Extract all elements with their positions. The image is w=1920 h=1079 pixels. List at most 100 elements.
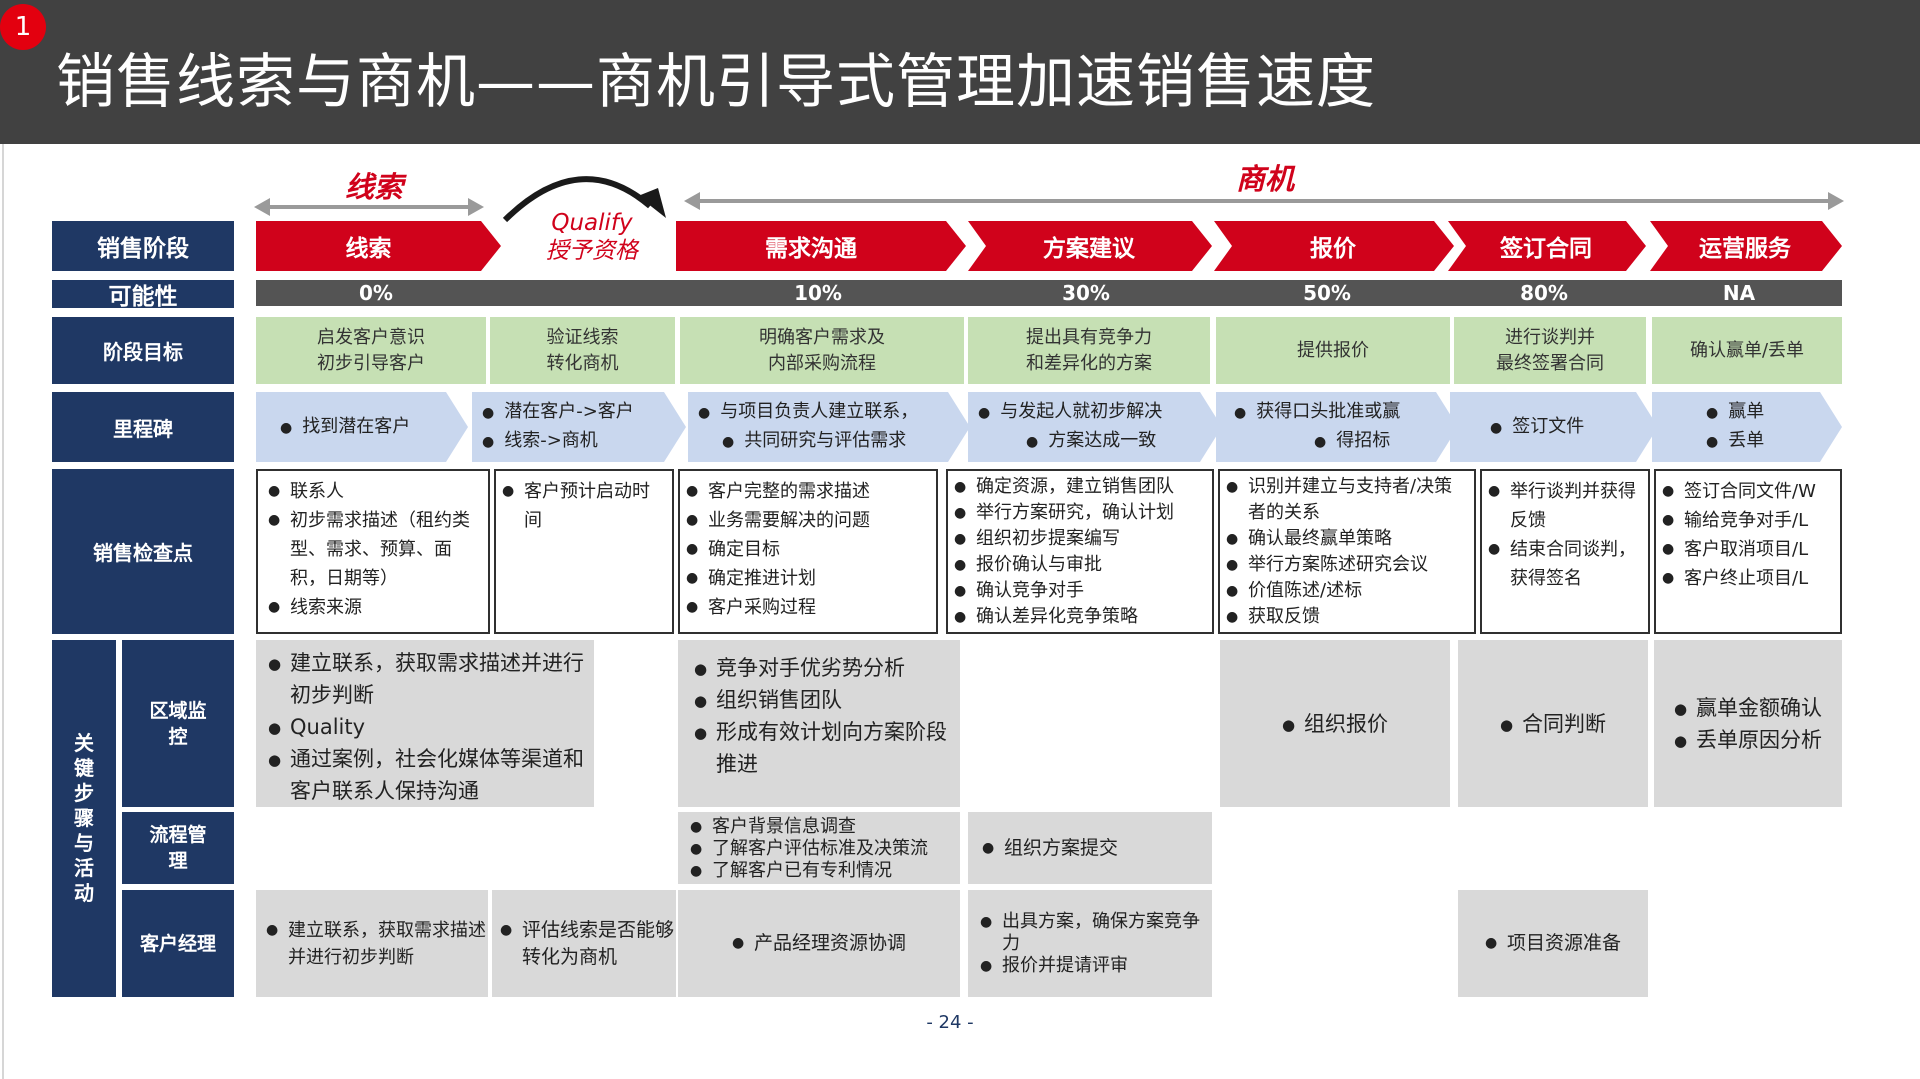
activity-item: 建立联系，获取需求描述并进行初步判断 <box>268 647 584 711</box>
checkpoint-item: 价值陈述/述标 <box>1226 578 1468 604</box>
goal-line: 验证线索 <box>546 326 619 348</box>
checkpoint-item: 举行方案研究，确认计划 <box>954 500 1206 526</box>
checkpoint-item: 联系人 <box>268 477 482 506</box>
activity-item: 了解客户评估标准及决策流 <box>690 838 956 860</box>
milestone-item: 与项目负责人建立联系， <box>698 398 918 427</box>
checkpoint-item: 确定资源，建立销售团队 <box>954 474 1206 500</box>
key-steps-char: 键 <box>74 756 94 780</box>
probability-operation: NA <box>1722 281 1756 305</box>
left-rule <box>2 144 4 1079</box>
milestone-item: 丢单 <box>1706 427 1764 456</box>
checkpoint-item: 举行方案陈述研究会议 <box>1226 552 1468 578</box>
activity-item: 形成有效计划向方案阶段推进 <box>694 716 950 780</box>
milestone-item: 方案达成一致 <box>978 427 1162 456</box>
checkpoint-item: 初步需求描述（租约类型、需求、预算、面积，日期等） <box>268 506 482 593</box>
account-mgr-proposal: 出具方案，确保方案竞争力 报价并提请评审 <box>968 890 1212 997</box>
activity-item: 建立联系，获取需求描述并进行初步判断 <box>266 917 488 971</box>
goal-qualify: 验证线索转化商机 <box>490 317 675 384</box>
row-label-goal: 阶段目标 <box>52 317 234 384</box>
checkpoint-item: 识别并建立与支持者/决策者的关系 <box>1226 474 1468 526</box>
milestone-qualify: 潜在客户->客户线索->商机 <box>472 392 686 462</box>
account-mgr-qualify: 评估线索是否能够转化为商机 <box>492 890 676 997</box>
activity-item: 了解客户已有专利情况 <box>690 860 956 882</box>
goal-line: 和差异化的方案 <box>1026 352 1152 374</box>
account-mgr-lead: 建立联系，获取需求描述并进行初步判断 <box>256 890 488 997</box>
checkpoint-item: 确认差异化竞争策略 <box>954 604 1206 630</box>
slide-number-badge: 1 <box>0 4 46 50</box>
checkpoint-item: 举行谈判并获得反馈 <box>1488 477 1642 535</box>
goal-line: 提出具有竞争力 <box>1026 326 1152 348</box>
goal-operation: 确认赢单/丢单 <box>1652 317 1842 384</box>
area-monitor-demand: 竞争对手优劣势分析 组织销售团队 形成有效计划向方案阶段推进 <box>678 640 960 807</box>
goal-line: 转化商机 <box>546 352 619 374</box>
checkpoint-proposal: 确定资源，建立销售团队 举行方案研究，确认计划 组织初步提案编写 报价确认与审批… <box>946 469 1214 634</box>
row-label-process-mgmt: 流程管 理 <box>122 812 234 884</box>
checkpoint-item: 签订合同文件/W <box>1662 477 1834 506</box>
checkpoint-demand: 客户完整的需求描述 业务需要解决的问题 确定目标 确定推进计划 客户采购过程 <box>678 469 938 634</box>
activity-item: 丢单原因分析 <box>1674 724 1822 757</box>
checkpoint-item: 确定目标 <box>686 535 930 564</box>
checkpoint-lead: 联系人 初步需求描述（租约类型、需求、预算、面积，日期等） 线索来源 <box>256 469 490 634</box>
row-label-probability: 可能性 <box>52 280 234 310</box>
checkpoint-item: 客户采购过程 <box>686 593 930 622</box>
milestone-item: 共同研究与评估需求 <box>698 427 918 456</box>
opportunity-arrow-left-head <box>684 192 700 210</box>
opportunity-phase-arrow <box>700 199 1830 203</box>
header-bar <box>0 0 1920 144</box>
goal-line: 初步引导客户 <box>317 352 425 374</box>
checkpoint-item: 线索来源 <box>268 593 482 622</box>
lead-arrow-left-head <box>254 198 270 216</box>
stage-proposal: 方案建议 <box>968 221 1212 271</box>
goal-lead: 启发客户意识初步引导客户 <box>256 317 486 384</box>
checkpoint-item: 客户取消项目/L <box>1662 535 1834 564</box>
milestone-item: 线索->商机 <box>482 427 634 456</box>
qualify-label-cn: 授予资格 <box>546 238 638 264</box>
activity-item: 客户背景信息调查 <box>690 816 956 838</box>
goal-line: 启发客户意识 <box>317 326 425 348</box>
key-steps-char: 骤 <box>74 806 94 830</box>
opportunity-arrow-right-head <box>1828 192 1844 210</box>
probability-demand: 10% <box>794 281 842 305</box>
stage-quote: 报价 <box>1214 221 1454 271</box>
checkpoint-item: 报价确认与审批 <box>954 552 1206 578</box>
stage-operation: 运营服务 <box>1650 221 1842 271</box>
stage-contract: 签订合同 <box>1448 221 1646 271</box>
probability-contract: 80% <box>1520 281 1568 305</box>
activity-item: 报价并提请评审 <box>980 955 1212 977</box>
milestone-item: 得招标 <box>1234 427 1400 456</box>
activity-item: 出具方案，确保方案竞争力 <box>980 911 1212 955</box>
goal-line: 内部采购流程 <box>768 352 876 374</box>
activity-item: 组织报价 <box>1282 708 1388 741</box>
activity-item: 竞争对手优劣势分析 <box>694 652 950 685</box>
milestone-item: 找到潜在客户 <box>280 413 410 442</box>
probability-lead: 0% <box>359 281 393 305</box>
activity-item: Quality <box>268 711 584 744</box>
milestone-item: 获得口头批准或赢 <box>1234 398 1400 427</box>
probability-proposal: 30% <box>1062 281 1110 305</box>
area-monitor-quote: 组织报价 <box>1220 640 1450 807</box>
goal-line: 最终签署合同 <box>1496 352 1604 374</box>
checkpoint-item: 结束合同谈判，获得签名 <box>1488 535 1642 593</box>
checkpoint-qualify: 客户预计启动时间 <box>494 469 674 634</box>
milestone-demand: 与项目负责人建立联系，共同研究与评估需求 <box>688 392 970 462</box>
phase-label-lead: 线索 <box>345 170 404 204</box>
phase-label-opportunity: 商机 <box>1236 162 1295 196</box>
checkpoint-item: 确认最终赢单策略 <box>1226 526 1468 552</box>
row-label-milestone: 里程碑 <box>52 392 234 462</box>
lead-arrow-right-head <box>468 198 484 216</box>
stage-demand: 需求沟通 <box>676 221 966 271</box>
checkpoint-operation: 签订合同文件/W 输给竞争对手/L 客户取消项目/L 客户终止项目/L <box>1654 469 1842 634</box>
account-mgr-demand: 产品经理资源协调 <box>678 890 960 997</box>
process-mgmt-demand: 客户背景信息调查 了解客户评估标准及决策流 了解客户已有专利情况 <box>678 812 960 884</box>
activity-item: 赢单金额确认 <box>1674 692 1822 725</box>
goal-quote: 提供报价 <box>1216 317 1450 384</box>
key-steps-char: 关 <box>74 731 94 755</box>
process-mgmt-line: 理 <box>168 850 188 872</box>
key-steps-char: 活 <box>74 856 94 880</box>
activity-item: 合同判断 <box>1500 708 1606 741</box>
row-label-key-steps: 关 键 步 骤 与 活 动 <box>52 640 116 997</box>
activity-item: 组织销售团队 <box>694 684 950 717</box>
process-mgmt-proposal: 组织方案提交 <box>968 812 1212 884</box>
checkpoint-item: 输给竞争对手/L <box>1662 506 1834 535</box>
activity-item: 通过案例，社会化媒体等渠道和客户联系人保持沟通 <box>268 743 584 807</box>
